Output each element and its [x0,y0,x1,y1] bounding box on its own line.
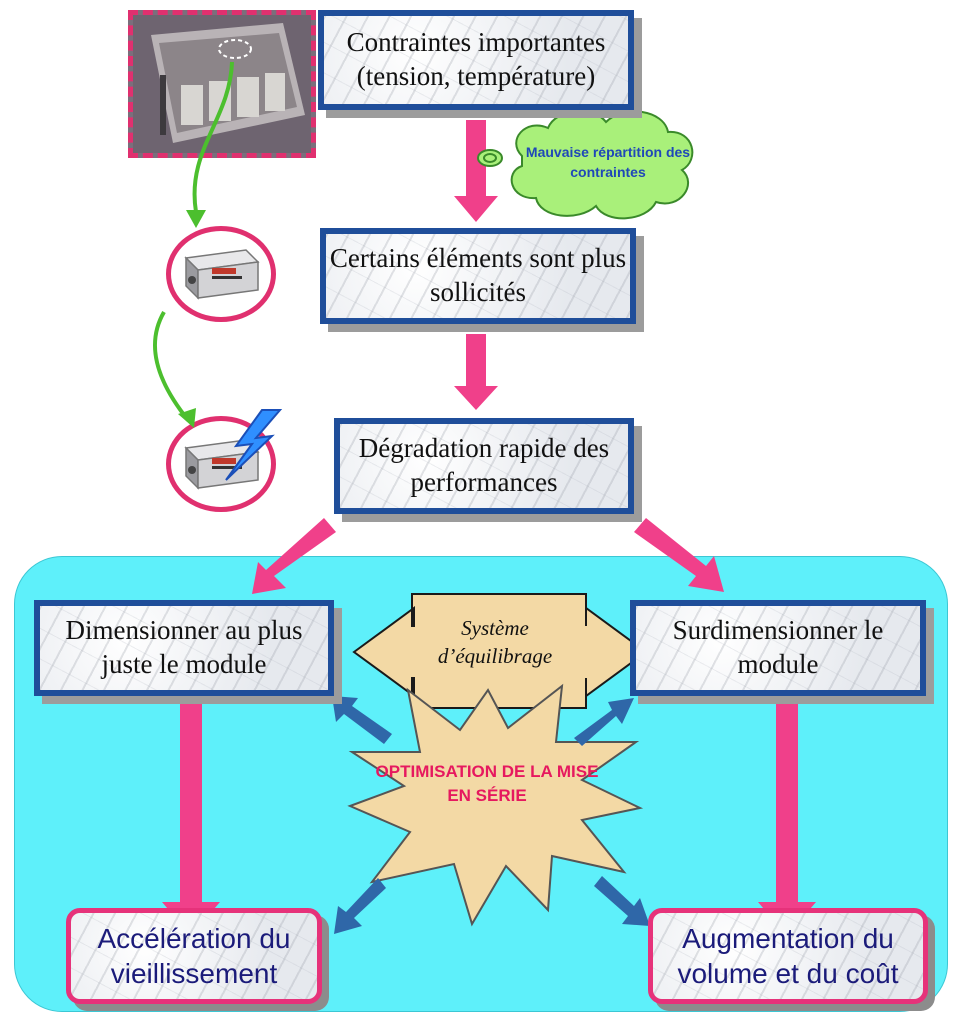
pink-arrow-right [634,518,724,592]
box-certains-text: Certains éléments sont plus sollicités [329,243,627,307]
box-acceleration: Accélération du vieillissement [66,908,322,1004]
optimization-star [347,683,644,927]
box-augmentation: Augmentation du volume et du coût [648,908,928,1004]
box-contraintes-text: Contraintes importantes (tension, tempér… [346,27,606,91]
equilibrage-text: Système d’équilibrage [437,616,553,669]
pink-arrow-long-right [758,702,816,936]
pink-arrow-long-left [162,702,220,936]
green-arrow-1 [192,61,234,213]
box-surdimensionner-text: Surdimensionner le module [672,615,884,679]
pink-arrow-left [252,518,336,594]
blue-arrow-upright [574,698,634,746]
module-failure-icon [184,439,260,490]
cloud-callout [477,110,694,220]
blue-arrow-downright [594,876,650,926]
box-contraintes: Contraintes importantes (tension, tempér… [318,10,634,110]
lightning-icon [225,409,283,481]
green-arrow-2-head [178,408,196,428]
blue-arrow-upleft [332,696,392,744]
green-arrow-2 [153,310,190,422]
box-certains: Certains éléments sont plus sollicités [320,228,636,324]
box-degradation-text: Dégradation rapide des performances [358,433,610,497]
box-degradation: Dégradation rapide des performances [334,418,634,514]
box-surdimensionner: Surdimensionner le module [630,600,926,696]
pink-arrow-1 [454,120,498,222]
box-acceleration-text: Accélération du vieillissement [97,923,291,989]
pink-arrow-2 [454,334,498,410]
box-augmentation-text: Augmentation du volume et du coût [677,923,899,989]
cloud-text: Mauvaise répartition des contraintes [525,144,691,181]
module-icon [184,249,260,300]
box-dimensionner-text: Dimensionner au plus juste le module [65,615,303,679]
blue-arrow-downleft [334,878,386,934]
box-dimensionner: Dimensionner au plus juste le module [34,600,334,696]
star-text: OPTIMISATION DE LA MISE EN SÉRIE [375,762,599,805]
green-arrow-1-head [186,210,206,228]
